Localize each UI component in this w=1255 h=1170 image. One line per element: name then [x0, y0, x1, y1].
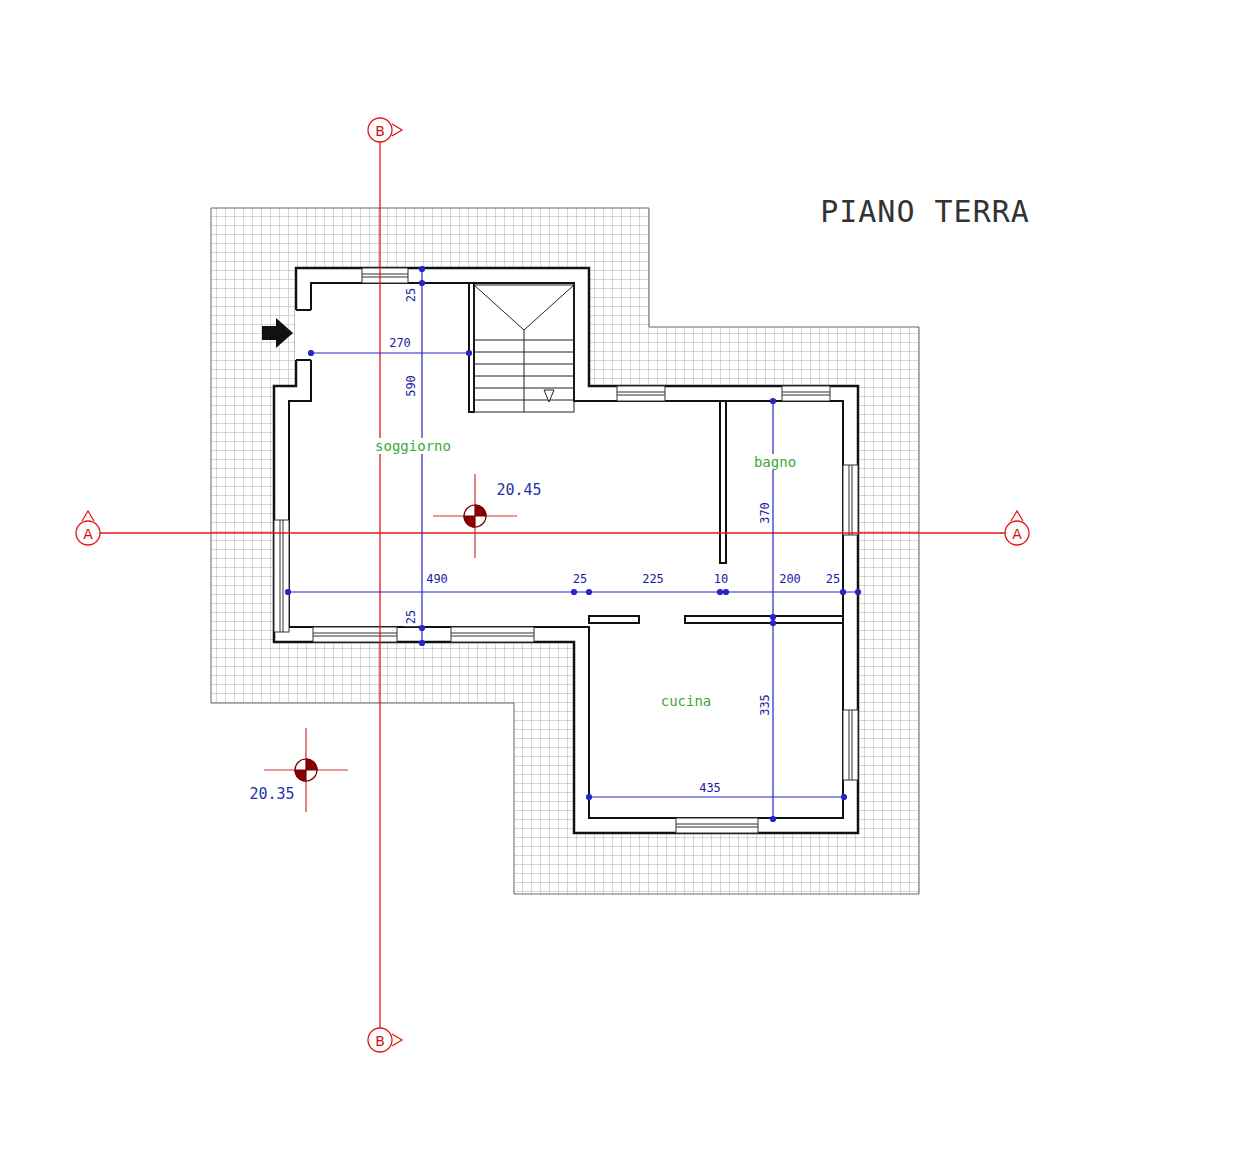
dimension: 200 [777, 572, 803, 586]
section-mark: B [375, 1034, 385, 1048]
staircase [474, 285, 574, 412]
dimension: 590 [404, 373, 418, 399]
partition [720, 401, 726, 563]
dimension: 490 [424, 572, 450, 586]
level-value: 20.45 [494, 482, 543, 499]
inner-wall [289, 283, 843, 818]
plan-title: PIANO TERRA [818, 196, 1032, 228]
room-name: soggiorno [373, 438, 453, 454]
paving [211, 208, 919, 894]
dimension: 270 [387, 336, 413, 350]
dimension: 25 [824, 572, 842, 586]
dimension-line [286, 267, 861, 822]
dimension: 25 [571, 572, 589, 586]
dimension: 435 [697, 781, 723, 795]
dimension: 25 [404, 286, 418, 304]
room-name: bagno [752, 454, 798, 470]
entrance-arrow [262, 318, 293, 348]
dimension: 25 [404, 608, 418, 626]
section-axis [76, 118, 1029, 1052]
level-value: 20.35 [247, 786, 296, 803]
partition [469, 283, 474, 412]
dimension: 10 [712, 572, 730, 586]
section-mark: A [83, 527, 93, 541]
dimension: 225 [640, 572, 666, 586]
outer-wall [274, 268, 858, 833]
partition [589, 616, 639, 623]
section-mark: A [1012, 527, 1022, 541]
windows [274, 268, 858, 833]
dimension: 335 [758, 692, 772, 718]
room-name: cucina [659, 693, 714, 709]
dimension: 370 [758, 500, 772, 526]
section-mark: B [375, 124, 385, 138]
partition [685, 616, 843, 623]
